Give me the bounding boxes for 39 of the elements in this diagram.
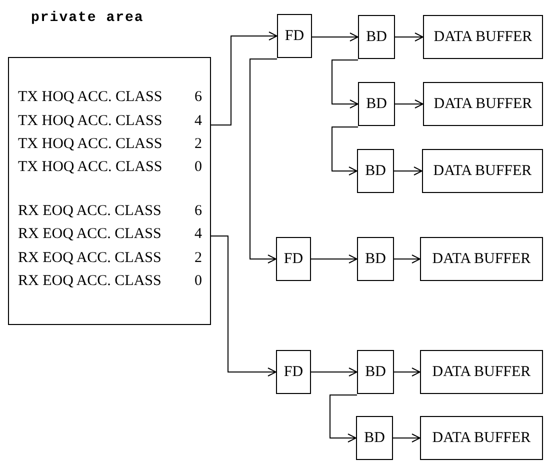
arrow: [394, 254, 420, 264]
arrow: [394, 32, 424, 42]
area-heading: private area: [31, 9, 144, 28]
arrow: [332, 60, 358, 108]
arrow: [310, 254, 358, 264]
queue-entry: RX EOQ ACC. CLASS 4: [18, 225, 202, 243]
arrow: [312, 32, 358, 42]
buffer-descriptor-box: BD: [357, 149, 394, 193]
data-buffer-box: DATA BUFFER: [420, 350, 543, 394]
arrow: [210, 236, 276, 376]
queue-entry: RX EOQ ACC. CLASS 6: [18, 202, 202, 220]
data-buffer-box: DATA BUFFER: [420, 416, 543, 460]
arrow: [392, 434, 420, 442]
arrow: [330, 394, 358, 442]
arrow: [394, 100, 424, 108]
data-buffer-box: DATA BUFFER: [423, 82, 543, 126]
buffer-descriptor-box: BD: [357, 237, 394, 281]
frame-descriptor-box: FD: [277, 14, 312, 58]
arrow: [394, 166, 422, 176]
buffer-descriptor-box: BD: [356, 416, 393, 460]
arrow: [394, 368, 420, 376]
data-buffer-box: DATA BUFFER: [423, 15, 543, 59]
queue-entry: TX HOQ ACC. CLASS 6: [18, 88, 202, 106]
queue-entry: TX HOQ ACC. CLASS 2: [18, 135, 202, 153]
queue-entry: RX EOQ ACC. CLASS 2: [18, 249, 202, 267]
buffer-descriptor-box: BD: [358, 82, 395, 126]
arrow: [210, 32, 278, 126]
arrow: [310, 368, 358, 376]
data-buffer-box: DATA BUFFER: [420, 237, 543, 281]
data-buffer-box: DATA BUFFER: [422, 149, 543, 193]
frame-descriptor-box: FD: [276, 350, 311, 394]
queue-entry: TX HOQ ACC. CLASS 0: [18, 158, 202, 176]
arrow: [250, 58, 278, 264]
buffer-descriptor-box: BD: [357, 350, 394, 394]
frame-descriptor-box: FD: [276, 237, 311, 281]
queue-entry: RX EOQ ACC. CLASS 0: [18, 272, 202, 290]
queue-entry: TX HOQ ACC. CLASS 4: [18, 112, 202, 130]
arrow: [332, 126, 358, 176]
buffer-descriptor-box: BD: [358, 15, 395, 59]
